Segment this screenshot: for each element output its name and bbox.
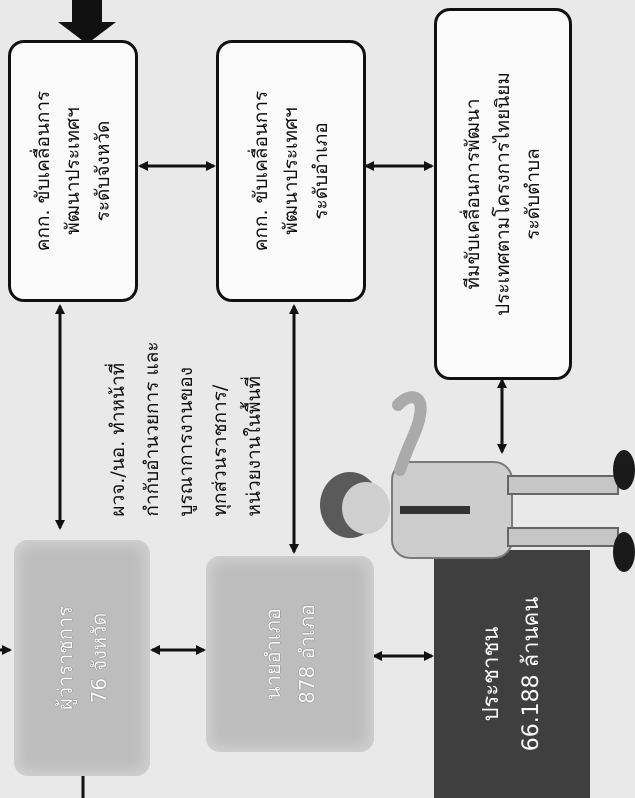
citizens-line-1: ประชาชน bbox=[479, 626, 504, 722]
subdistrict-team-line-2: ประเทศตามโครงการไทยนิยม bbox=[492, 72, 514, 316]
province-committee-box: คกก. ขับเคลื่อนการ พัฒนาประเทศฯ ระดับจัง… bbox=[8, 40, 138, 302]
district-chiefs-box: นายอำเภอ 878 อำเภอ bbox=[206, 556, 374, 752]
district-chiefs-line-1: นายอำเภอ bbox=[261, 608, 285, 700]
district-chiefs-line-2: 878 อำเภอ bbox=[295, 604, 319, 704]
province-committee-line-1: คกก. ขับเคลื่อนการ bbox=[32, 90, 54, 252]
annotation-line-3: บูรณาการงานของ bbox=[175, 367, 197, 517]
annotation-line-4: ทุกส่วนราชการ/ bbox=[209, 384, 231, 517]
district-committee-line-3: ระดับอำเภอ bbox=[310, 122, 332, 220]
district-committee-line-1: คกก. ขับเคลื่อนการ bbox=[250, 90, 272, 252]
subdistrict-team-line-1: ทีมขับเคลื่อนการพัฒนา bbox=[462, 98, 484, 290]
province-committee-line-2: พัฒนาประเทศฯ bbox=[62, 107, 84, 235]
governors-box: ผู้ว่าราชการ 76 จังหวัด bbox=[14, 540, 150, 776]
district-committee-box: คกก. ขับเคลื่อนการ พัฒนาประเทศฯ ระดับอำเ… bbox=[216, 40, 366, 302]
province-committee-line-3: ระดับจังหวัด bbox=[92, 120, 114, 222]
governors-line-2: 76 จังหวัด bbox=[87, 612, 111, 704]
annotation-line-2: กำกับอำนวยการ และ bbox=[141, 341, 163, 517]
subdistrict-team-line-3: ระดับตำบล bbox=[522, 148, 544, 240]
governors-line-1: ผู้ว่าราชการ bbox=[53, 606, 77, 710]
citizens-box: ประชาชน 66.188 ล้านคน bbox=[434, 550, 590, 798]
annotation-area: ผวจ./นอ. ทำหน้าที่ กำกับอำนวยการ และ บูร… bbox=[96, 300, 276, 558]
annotation-line-5: หน่วยงานในพื้นที่ bbox=[243, 376, 265, 517]
top-entry-arrow bbox=[58, 0, 116, 44]
citizens-line-2: 66.188 ล้านคน bbox=[519, 596, 544, 752]
subdistrict-team-box: ทีมขับเคลื่อนการพัฒนา ประเทศตามโครงการไท… bbox=[434, 8, 572, 380]
annotation-line-1: ผวจ./นอ. ทำหน้าที่ bbox=[107, 362, 129, 517]
district-committee-line-2: พัฒนาประเทศฯ bbox=[280, 107, 302, 235]
